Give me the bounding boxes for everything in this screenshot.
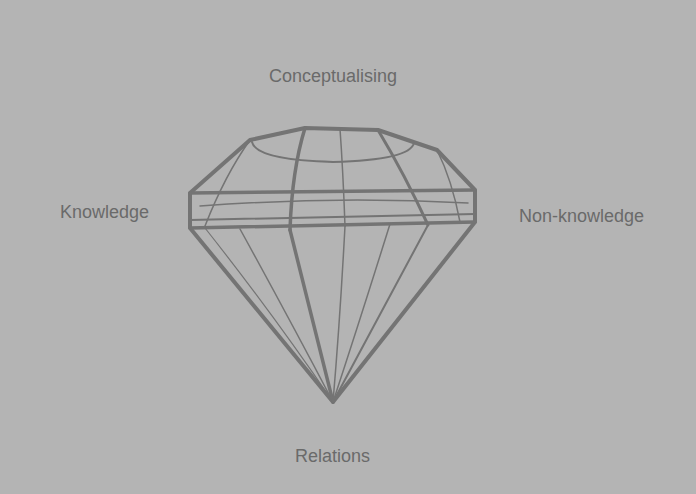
axis-label: Conceptualising: [269, 66, 397, 87]
gem-facet: [290, 128, 305, 230]
gem-facet: [437, 150, 460, 222]
gem-girdle: [200, 200, 468, 206]
gem-girdle: [190, 190, 475, 193]
axis-label: Relations: [295, 446, 370, 467]
gem-outline: [190, 128, 475, 402]
gem-facet: [378, 130, 428, 225]
gem-facet: [333, 226, 345, 402]
gem-facet: [333, 224, 390, 402]
axis-label: Knowledge: [60, 202, 149, 223]
axis-label: Non-knowledge: [519, 206, 644, 227]
gem-girdle: [190, 214, 475, 220]
gem-facet: [205, 228, 333, 402]
gem-facet: [205, 140, 250, 226]
gem-facet: [340, 129, 345, 226]
gem-facet: [240, 229, 333, 402]
gem-facet: [290, 230, 333, 402]
gem-girdle: [190, 222, 475, 228]
gem-facet: [333, 225, 428, 402]
